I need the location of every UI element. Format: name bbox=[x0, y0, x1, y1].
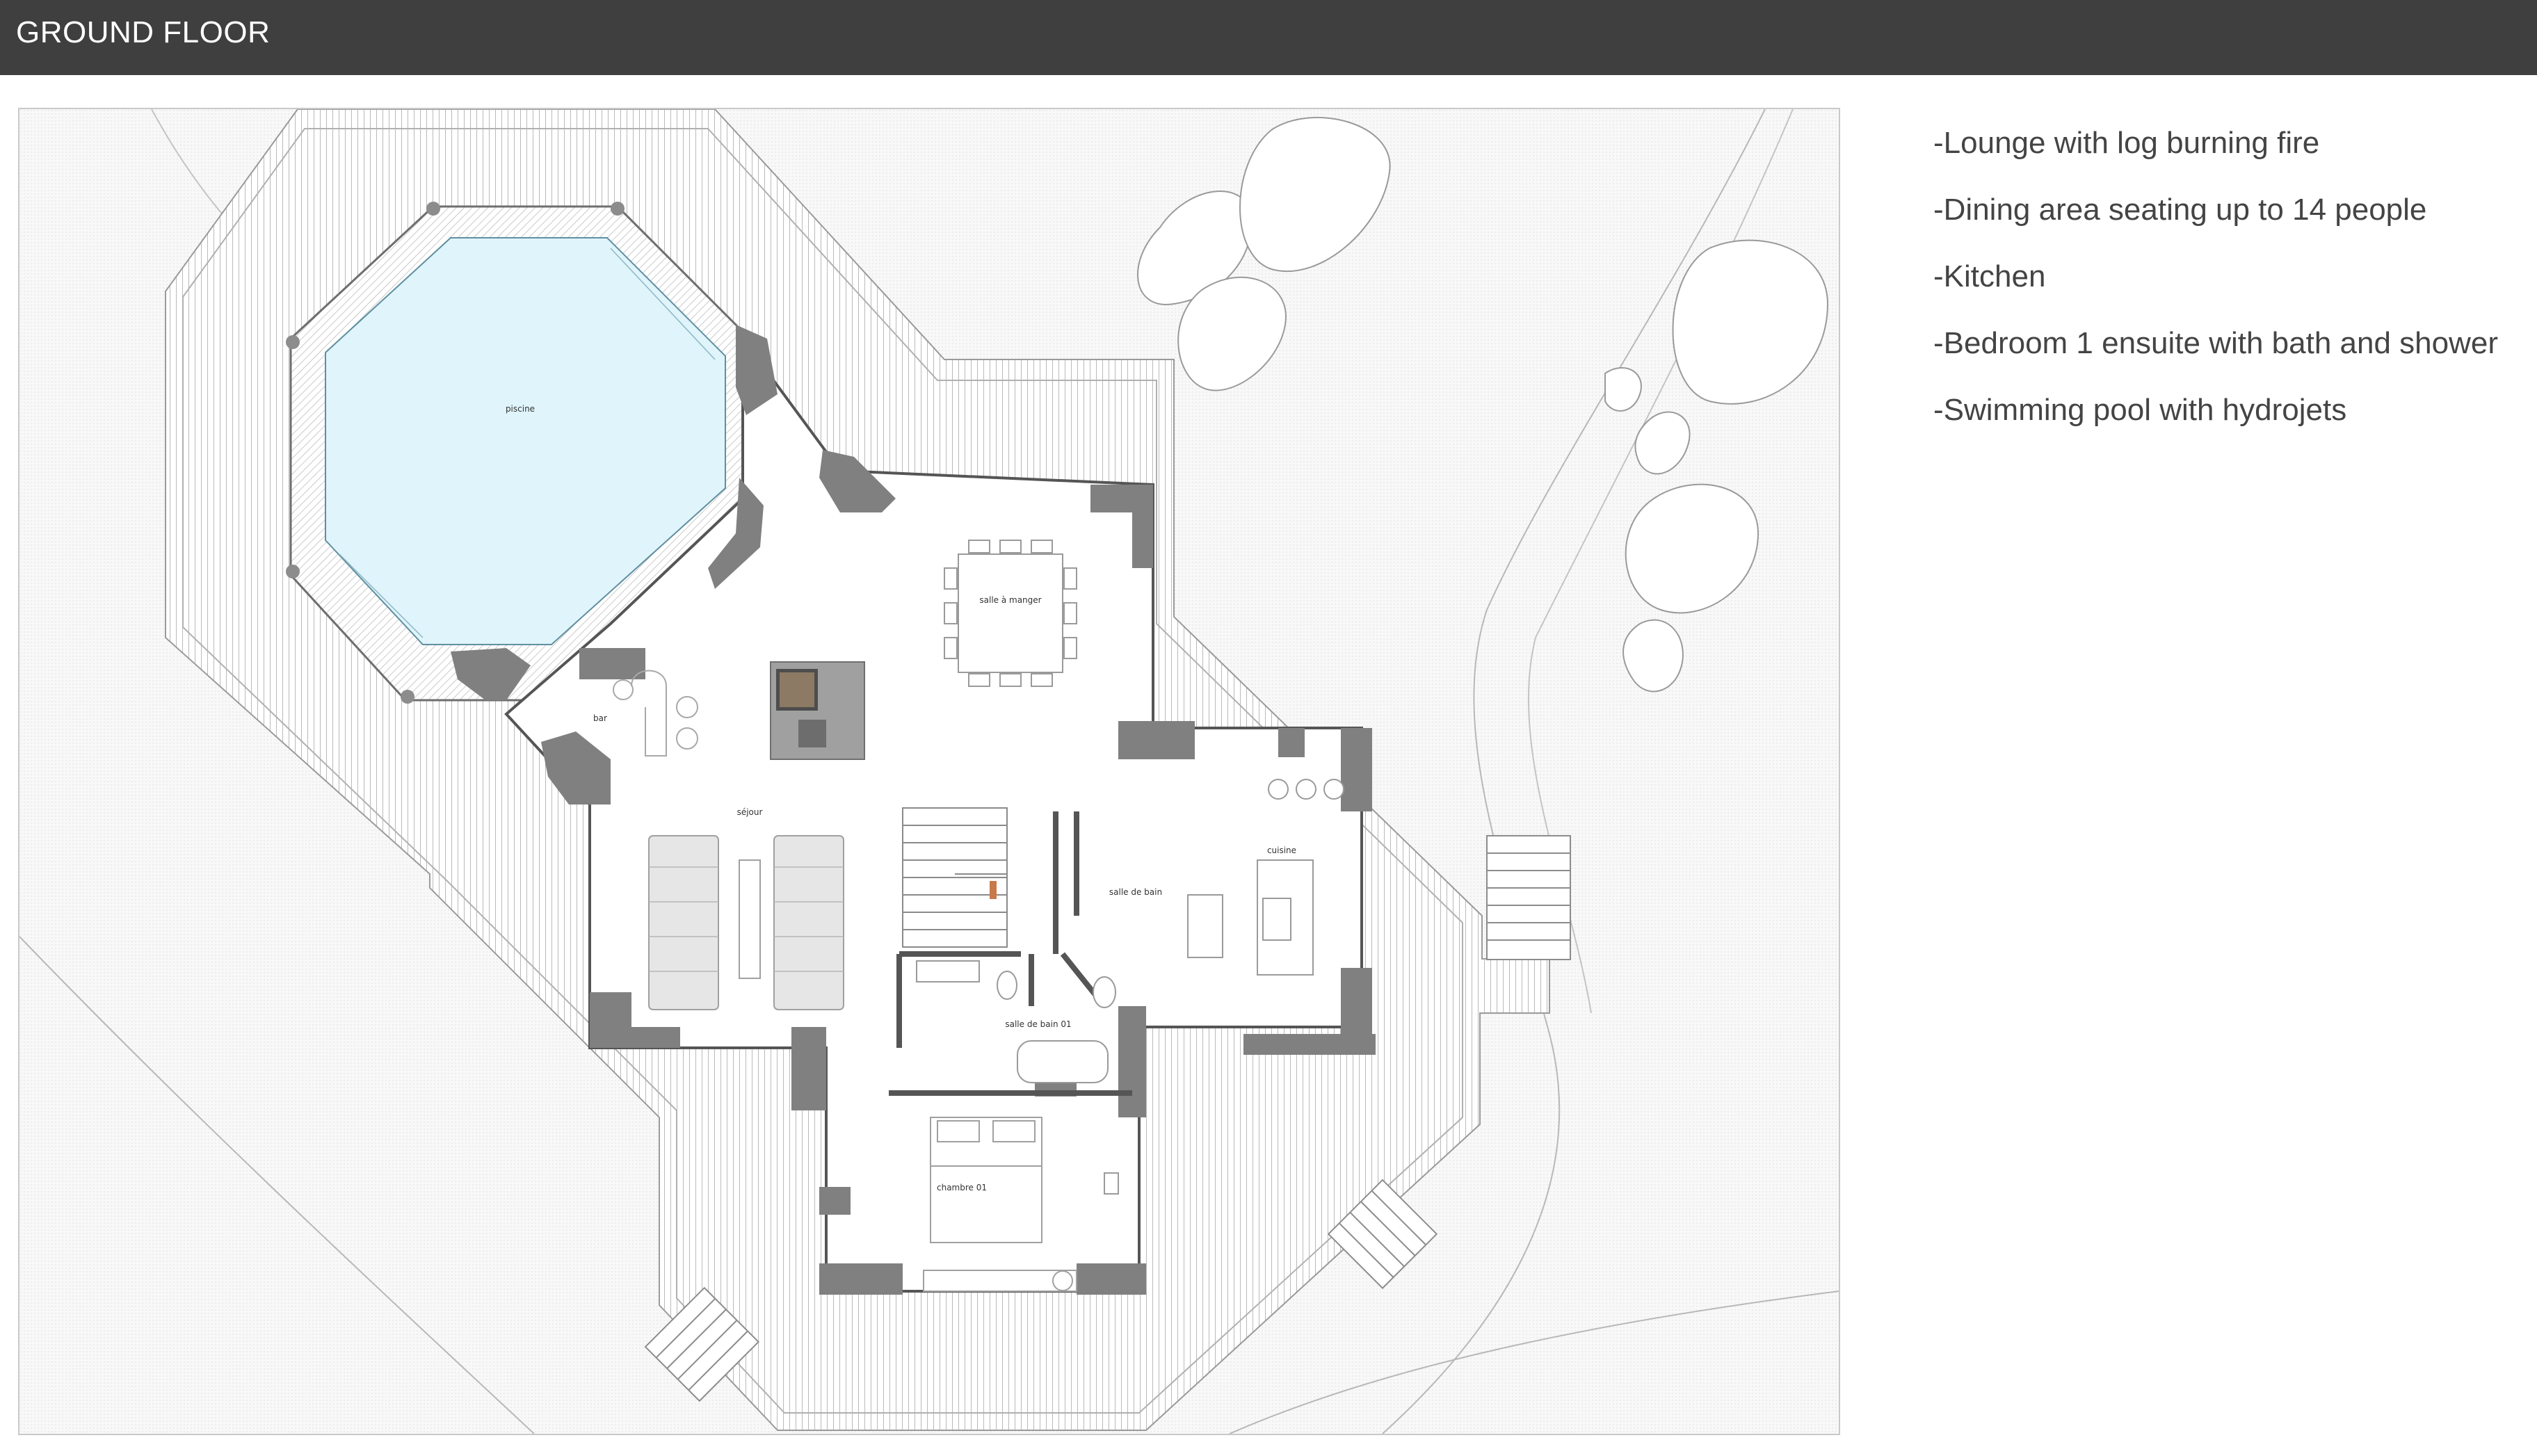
boulders bbox=[1137, 117, 1829, 693]
bar-counter bbox=[613, 670, 698, 757]
bathroom-fittings bbox=[916, 960, 1119, 1195]
site-contour-line bbox=[1229, 1291, 1839, 1434]
feature-item: -Dining area seating up to 14 people bbox=[1933, 193, 2427, 227]
room-label-lounge: séjour bbox=[737, 807, 763, 817]
floor-plan-drawing: piscine bar séjour salle à manger cuisin… bbox=[19, 109, 1839, 1434]
header-bar: GROUND FLOOR bbox=[0, 0, 2537, 75]
deck-steps bbox=[644, 835, 1571, 1402]
room-label-bathroom: salle de bain bbox=[1109, 887, 1162, 897]
floor-plan: piscine bar séjour salle à manger cuisin… bbox=[18, 108, 1840, 1435]
path-line bbox=[1382, 109, 1766, 1434]
sofa-cushions bbox=[649, 866, 844, 972]
room-label-bedroom: chambre 01 bbox=[937, 1183, 987, 1192]
sofas bbox=[648, 835, 844, 1010]
feature-list: -Lounge with log burning fire -Dining ar… bbox=[1933, 110, 2518, 444]
dining-table bbox=[944, 540, 1077, 687]
staircase bbox=[902, 807, 1008, 948]
page-title: GROUND FLOOR bbox=[16, 15, 271, 49]
swimming-pool bbox=[325, 237, 726, 645]
room-label-pool: piscine bbox=[506, 404, 535, 414]
room-label-bar: bar bbox=[593, 713, 607, 723]
kitchen-fittings bbox=[1187, 779, 1344, 976]
feature-item: -Swimming pool with hydrojets bbox=[1933, 393, 2347, 427]
bed bbox=[930, 1117, 1042, 1243]
walls bbox=[451, 325, 1376, 1295]
room-label-kitchen: cuisine bbox=[1267, 846, 1296, 855]
pool-columns bbox=[286, 202, 625, 704]
room-label-dining: salle à manger bbox=[979, 595, 1041, 605]
room-label-ensuite: salle de bain 01 bbox=[1005, 1019, 1071, 1029]
terrace-deck-edge bbox=[182, 128, 1463, 1414]
feature-item: -Bedroom 1 ensuite with bath and shower bbox=[1933, 326, 2499, 360]
feature-item: -Kitchen bbox=[1933, 259, 2046, 293]
feature-item: -Lounge with log burning fire bbox=[1933, 126, 2320, 160]
site-contour-line bbox=[19, 936, 535, 1434]
